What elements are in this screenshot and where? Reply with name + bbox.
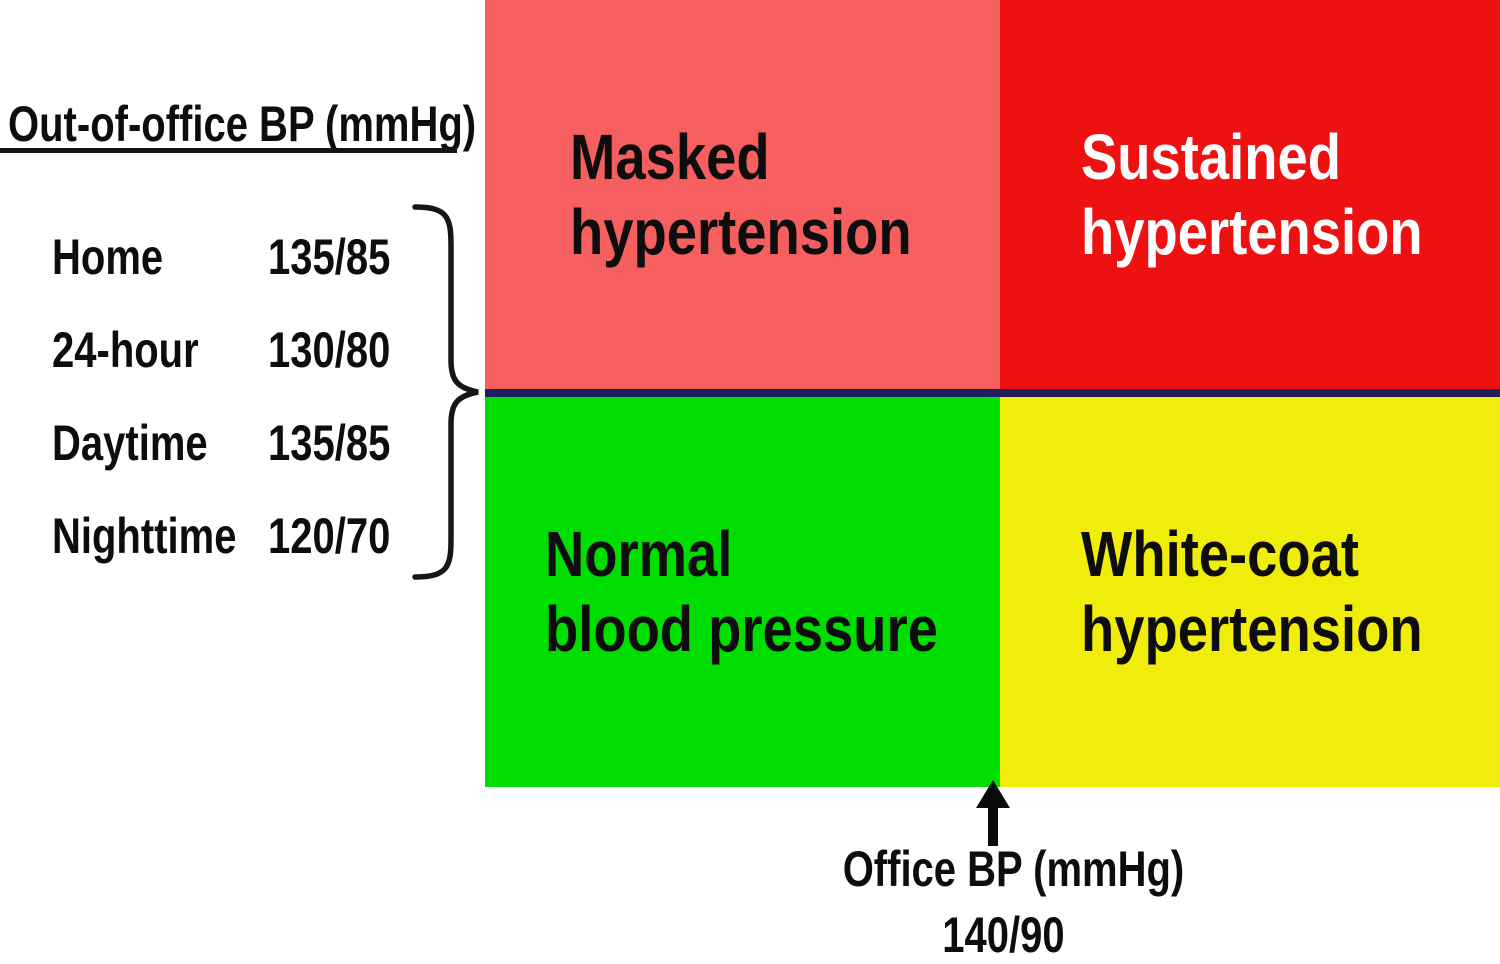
legend-row-24hour-value: 130/80 [268,321,421,379]
office-bp-threshold-text: 140/90 [941,907,1065,963]
office-bp-label-text: Office BP (mmHg) [842,841,1184,897]
legend-row-nighttime: Nighttime [52,507,283,565]
legend-row-label: Daytime [52,415,208,471]
office-bp-label: Office BP (mmHg) [758,840,1268,898]
legend-title-text: Out-of-office BP (mmHg) [8,96,477,152]
quadrant-grid: Masked hypertension Sustained hypertensi… [485,0,1500,787]
quadrant-masked-hypertension: Masked hypertension [485,0,1076,389]
legend-row-home: Home [52,228,191,286]
legend-row-daytime-value: 135/85 [268,414,421,472]
quadrant-sustained-hypertension: Sustained hypertension [1000,0,1500,389]
curly-brace [412,204,479,580]
legend-row-value: 120/70 [268,508,391,564]
quadrant-label: Normal blood pressure [545,518,938,665]
office-bp-threshold: 140/90 [758,906,1248,964]
legend-row-nighttime-value: 120/70 [268,507,421,565]
arrow-up-icon [976,780,1010,846]
legend-row-daytime: Daytime [52,414,247,472]
legend-row-label: Home [52,229,164,285]
quadrant-normal-blood-pressure: Normal blood pressure [485,397,1051,787]
legend-row-value: 130/80 [268,322,391,378]
legend-row-label: 24-hour [52,322,199,378]
legend-row-home-value: 135/85 [268,228,421,286]
legend-row-24hour: 24-hour [52,321,235,379]
quadrant-white-coat-hypertension: White-coat hypertension [1000,397,1500,787]
quadrant-label: Masked hypertension [570,120,912,268]
legend-row-value: 135/85 [268,415,391,471]
quadrant-label: White-coat hypertension [1081,518,1423,665]
legend-title: Out-of-office BP (mmHg) [8,95,593,153]
legend-row-value: 135/85 [268,229,391,285]
legend-row-label: Nighttime [52,508,237,564]
quadrant-label: Sustained hypertension [1081,120,1423,268]
legend-title-underline [0,148,457,153]
